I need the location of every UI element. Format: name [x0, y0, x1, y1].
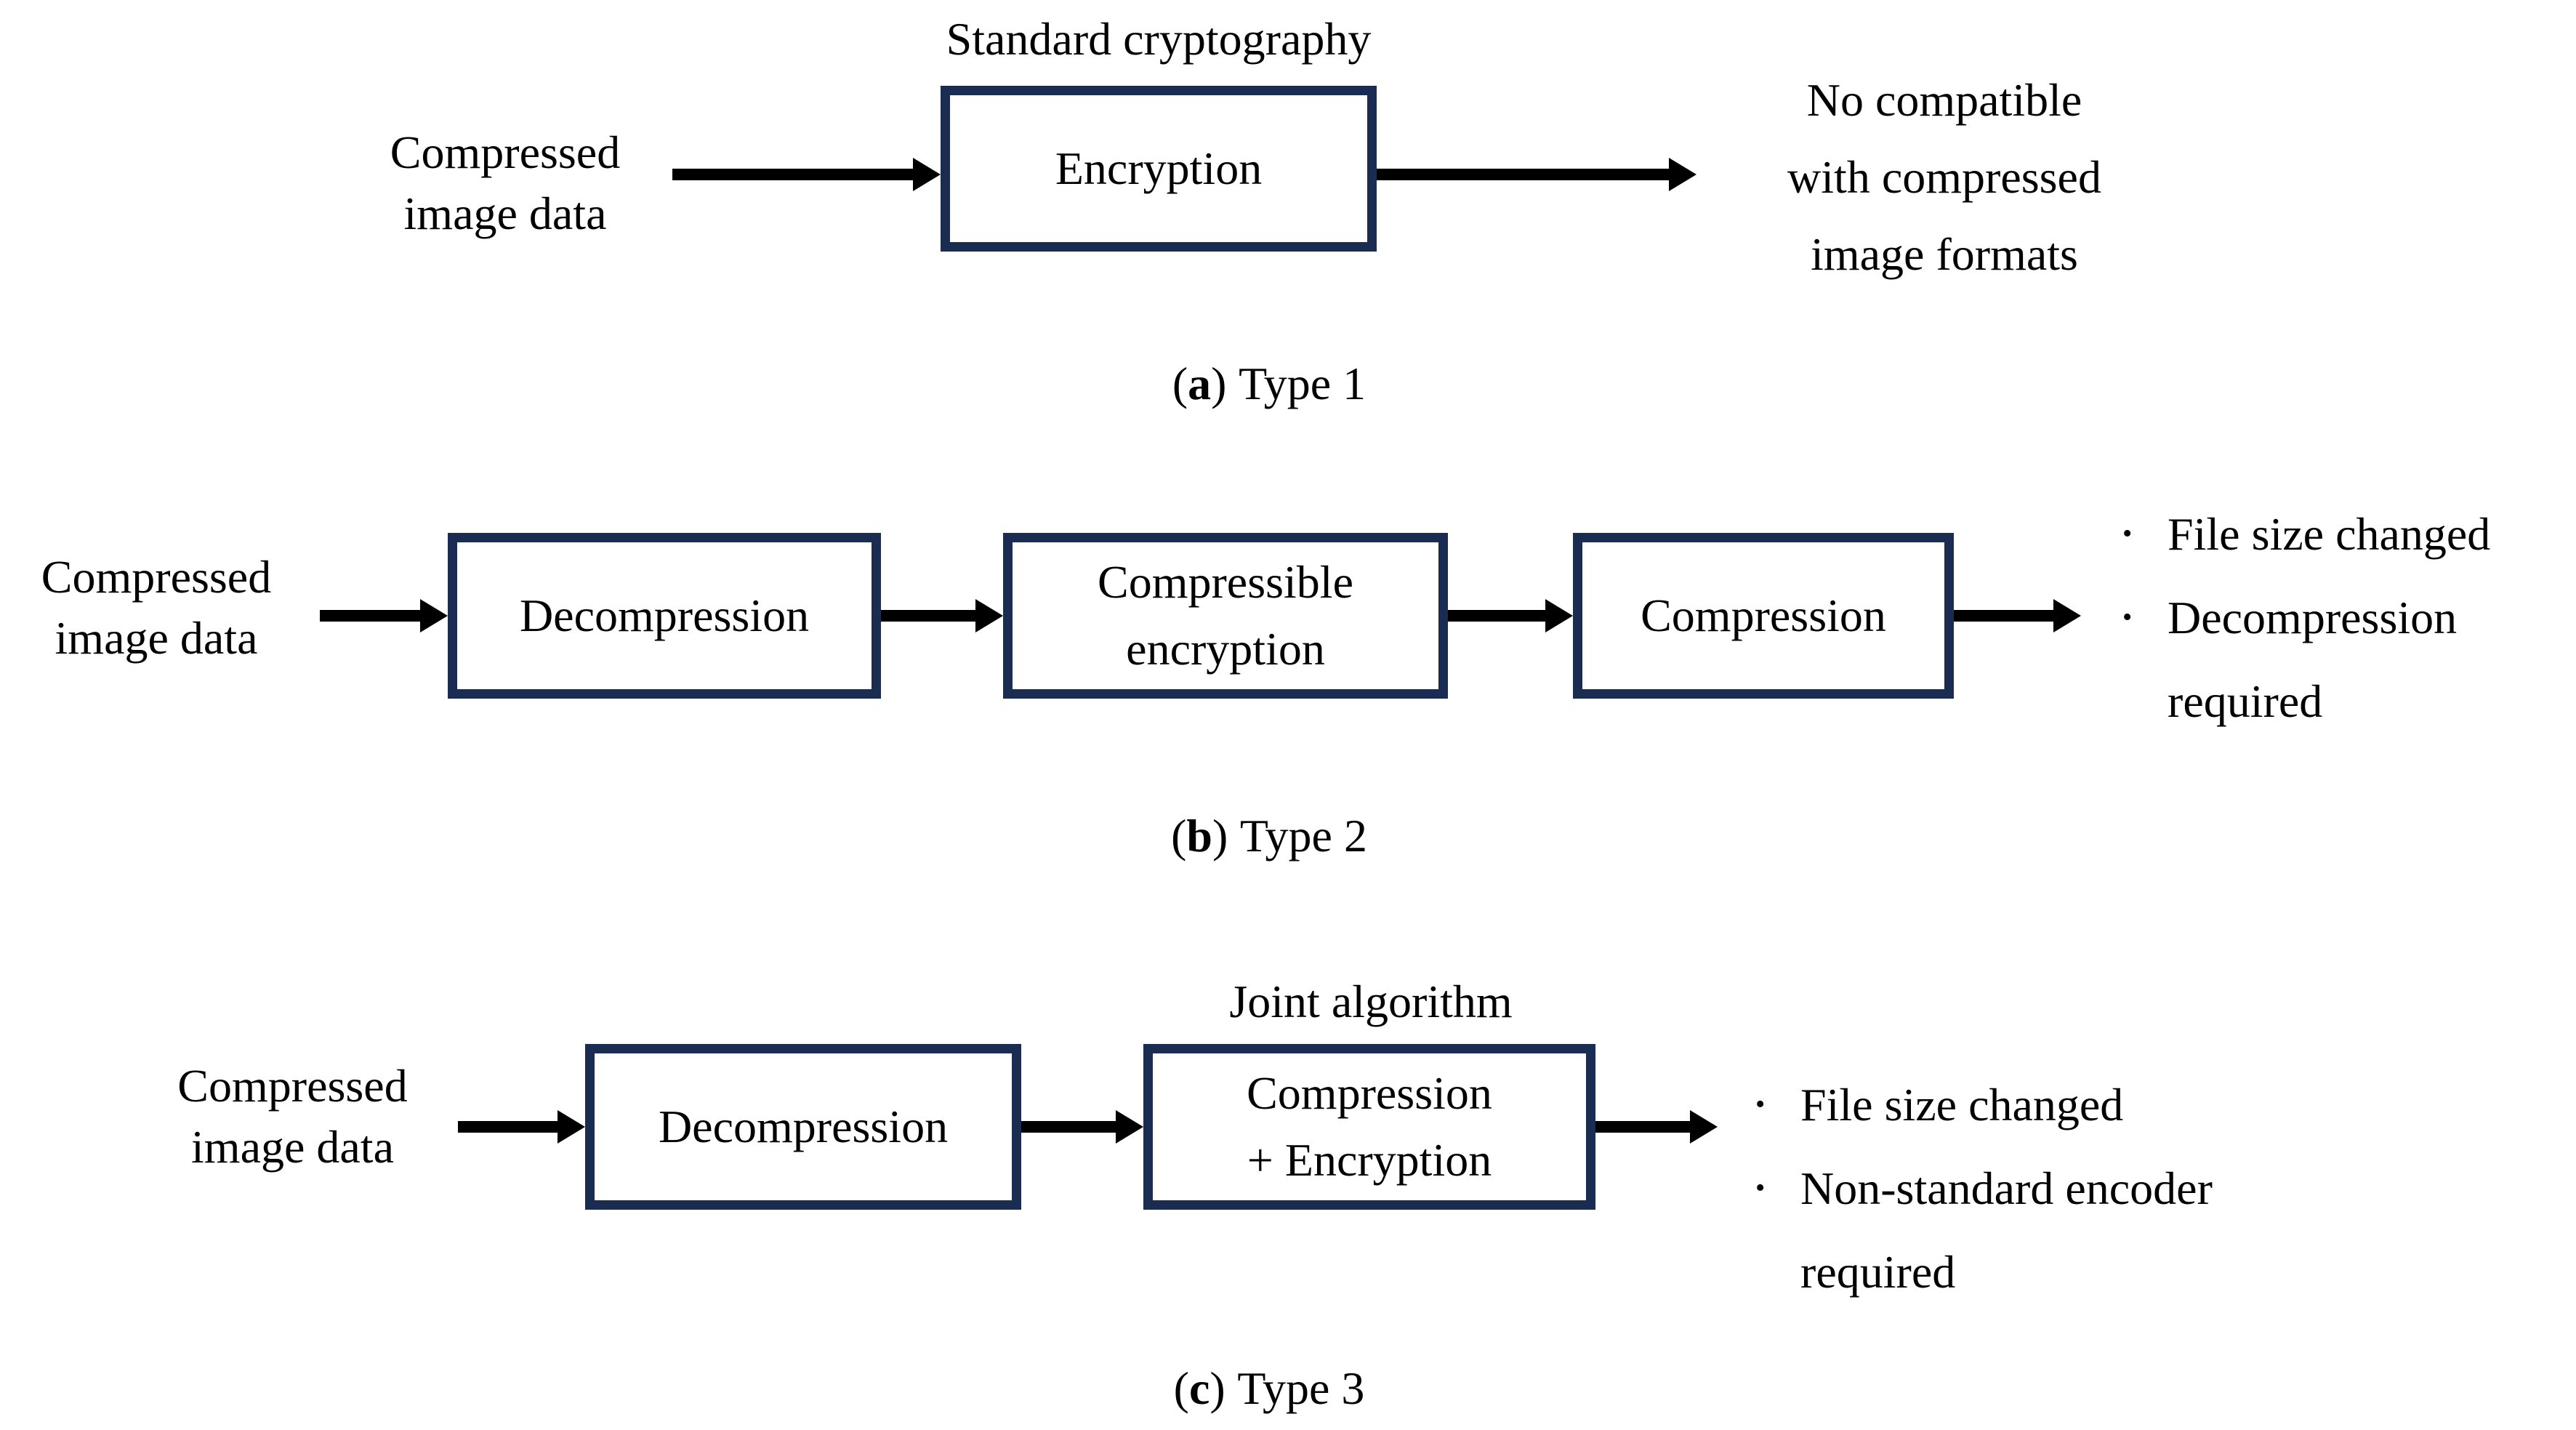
box-label: Decompression [659, 1093, 948, 1160]
panel-c-result-list: • File size changed • Non-standard encod… [1734, 1063, 2351, 1314]
process-box-compression-encryption: Compression + Encryption [1143, 1044, 1595, 1210]
arrow-head [2053, 599, 2081, 632]
text-line: Decompression [658, 1101, 949, 1152]
text-line: Compressed [41, 551, 272, 603]
panel-a-caption: (a)Type 1 [1015, 353, 1524, 414]
process-box-decompression: Decompression [585, 1044, 1021, 1210]
arrow-shaft [1448, 610, 1545, 622]
process-box-encryption: Encryption [941, 86, 1377, 252]
arrow-head [975, 599, 1003, 632]
arrow-shaft [1595, 1121, 1690, 1133]
arrow-right-icon [881, 597, 1003, 635]
panel-a-result-label: No compatible with compressed image form… [1712, 62, 2177, 293]
list-item: • Decompression required [2122, 576, 2576, 743]
text-line: Compression [1247, 1067, 1492, 1119]
text-line: image data [55, 612, 258, 664]
arrow-shaft [881, 610, 975, 622]
caption-letter: b [1186, 810, 1212, 861]
panel-c-source-label: Compressed image data [142, 1056, 443, 1178]
caption-letter: a [1188, 358, 1212, 409]
bullet-icon: • [2122, 518, 2133, 549]
arrow-right-icon [458, 1108, 585, 1146]
process-box-compressible-encryption: Compressible encryption [1003, 533, 1448, 699]
caption-label: Type 3 [1237, 1362, 1365, 1414]
arrow-right-icon [672, 156, 941, 193]
text-line: Encryption [1055, 142, 1263, 194]
text-line: Non-standard encoder [1800, 1162, 2213, 1214]
arrow-head [558, 1110, 585, 1144]
caption-paren: ) [1211, 358, 1227, 409]
bullet-icon: • [2122, 602, 2133, 632]
text-line: required [2168, 675, 2323, 727]
panel-c-box-title: Joint algorithm [1229, 976, 1513, 1027]
list-item: • File size changed [1755, 1063, 2351, 1146]
text-line: No compatible [1806, 74, 2082, 126]
arrow-shaft [1954, 610, 2053, 622]
panel-b-result-list: • File size changed • Decompression requ… [2101, 492, 2576, 743]
arrow-right-icon [1595, 1108, 1718, 1146]
box-label: Compression + Encryption [1247, 1060, 1492, 1194]
list-item-text: Decompression required [2168, 576, 2576, 743]
arrow-head [913, 158, 941, 191]
text-line: encryption [1126, 623, 1325, 675]
list-item-text: Non-standard encoder required [1800, 1146, 2351, 1314]
text-line: Compressed [390, 126, 621, 178]
text-line: Decompression [519, 590, 810, 641]
arrow-shaft [1021, 1121, 1116, 1133]
text-line: + Encryption [1247, 1134, 1492, 1186]
text-line: required [1800, 1246, 1956, 1298]
text-line: Compression [1641, 590, 1886, 641]
text-line: Compressed [177, 1060, 408, 1112]
caption-label: Type 1 [1239, 358, 1367, 409]
arrow-right-icon [1377, 156, 1696, 193]
panel-b-source-label: Compressed image data [7, 547, 305, 669]
list-item-text: File size changed [2168, 492, 2576, 576]
arrow-right-icon [1448, 597, 1573, 635]
caption-label: Type 2 [1239, 810, 1367, 861]
list-item-text: File size changed [1800, 1063, 2351, 1146]
arrow-shaft [320, 610, 420, 622]
box-label: Compression [1641, 582, 1886, 649]
text-line: image formats [1811, 228, 2078, 280]
bullet-icon: • [1755, 1173, 1766, 1203]
process-box-compression: Compression [1573, 533, 1954, 699]
panel-b-caption: (b)Type 2 [1015, 806, 1524, 867]
text-line: with compressed [1787, 151, 2101, 203]
caption-paren: ) [1209, 1362, 1225, 1414]
arrow-right-icon [1021, 1108, 1143, 1146]
bullet-icon: • [1755, 1089, 1766, 1120]
arrow-right-icon [320, 597, 448, 635]
text-line: File size changed [1800, 1079, 2124, 1130]
text-line: File size changed [2168, 508, 2491, 560]
text-line: image data [191, 1121, 394, 1173]
panel-c-caption: (c)Type 3 [1015, 1358, 1524, 1419]
arrow-head [1545, 599, 1573, 632]
list-item: • File size changed [2122, 492, 2576, 576]
arrow-head [1116, 1110, 1143, 1144]
box-label: Decompression [520, 582, 809, 649]
text-line: Compressible [1098, 556, 1353, 608]
text-line: image data [403, 188, 607, 239]
panel-a-box-title: Standard cryptography [946, 13, 1372, 65]
caption-letter: c [1188, 1362, 1210, 1414]
panel-a-source-label: Compressed image data [313, 122, 698, 244]
arrow-head [420, 599, 448, 632]
text-line: Decompression [2168, 592, 2458, 643]
list-item: • Non-standard encoder required [1755, 1146, 2351, 1314]
caption-paren: ( [1171, 810, 1187, 861]
arrow-head [1669, 158, 1696, 191]
caption-paren: ( [1172, 358, 1188, 409]
arrow-right-icon [1954, 597, 2081, 635]
box-label: Compressible encryption [1098, 549, 1353, 683]
arrow-shaft [458, 1121, 558, 1133]
box-label: Encryption [1055, 135, 1262, 202]
caption-paren: ) [1212, 810, 1228, 861]
arrow-head [1690, 1110, 1718, 1144]
process-box-decompression: Decompression [448, 533, 881, 699]
arrow-shaft [1377, 169, 1669, 180]
caption-paren: ( [1173, 1362, 1189, 1414]
arrow-shaft [672, 169, 913, 180]
